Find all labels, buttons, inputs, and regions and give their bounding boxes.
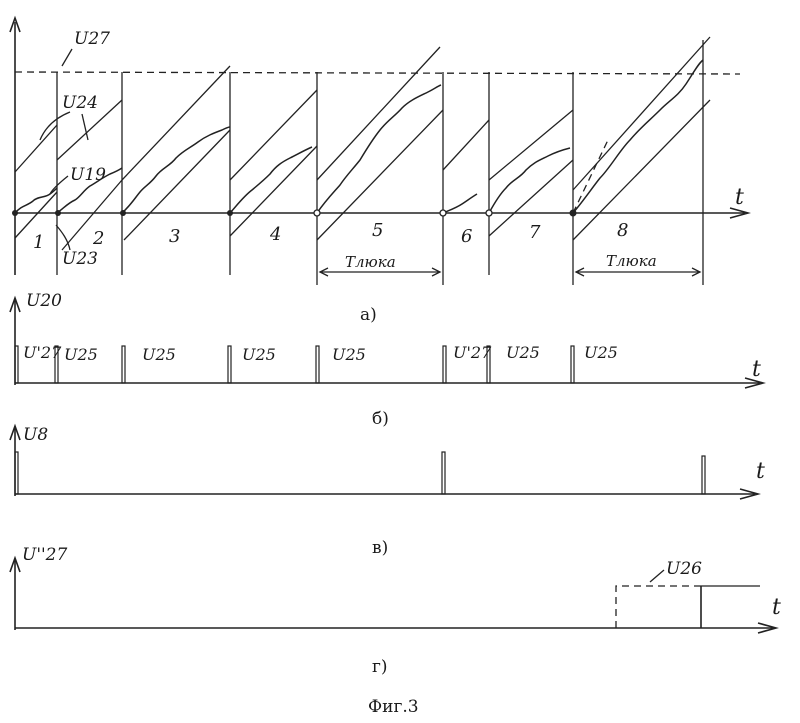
signal-curve [317,85,441,213]
interval-number: 8 [617,220,628,241]
pulse [442,452,445,494]
reset-point [570,210,577,217]
time-label-a: t [735,185,744,210]
reset-point [314,210,320,216]
measured-signal-curves [15,60,703,213]
reset-point [227,210,233,216]
caption-c: в) [372,538,388,558]
time-label-c: t [756,459,765,484]
leader-u24-left [40,112,70,140]
signal-curve [489,148,570,213]
label-u24: U24 [62,93,98,113]
caption-d: г) [372,657,388,677]
panel-c: U8 t в) [10,425,765,558]
band-upper [443,120,489,170]
pulse-label: U25 [64,345,98,364]
pulse-label: U25 [142,345,176,364]
label-u19: U19 [70,165,106,185]
interval-number: 5 [372,220,383,241]
pulse [316,346,319,383]
pulse [228,346,231,383]
span-label-8: Tлюка [606,252,657,270]
figure-caption: Фиг.3 [368,697,419,717]
signal-curve [573,60,703,213]
pulse [571,346,574,383]
band-upper [317,47,440,180]
band-lower [230,146,317,236]
signal-curve [230,147,312,213]
band-upper [573,37,710,190]
pulse [122,346,125,383]
reset-point [120,210,126,216]
interval-number: 6 [461,226,472,247]
label-u27: U27 [74,29,110,49]
y-label-b: U20 [26,291,62,311]
pulse-label: U25 [584,343,618,362]
caption-b: б) [372,409,389,429]
pulse-label: U25 [506,343,540,362]
interval-number: 2 [92,228,104,249]
interval-number: 1 [33,232,44,253]
panel-a: t U27 [10,18,748,325]
signal-curve [443,194,477,213]
band-upper [489,110,573,180]
interval-boundaries [57,40,703,285]
pulse-label: U25 [332,345,366,364]
pulse-label: U'27 [453,343,492,362]
pulse [443,346,446,383]
pulse [702,456,705,494]
interval-number: 3 [169,226,180,247]
time-label-d: t [772,595,781,620]
pulse-label: U25 [242,345,276,364]
dashed-extrapolation [573,140,608,213]
band-lower [124,130,230,240]
signal-curve [122,127,230,213]
pulse [15,452,18,494]
band-upper [15,125,57,172]
reset-point [55,210,61,216]
pulse-labels-b: U'27 U25 U25 U25 U25 U'27 U25 U25 [23,343,618,364]
label-u23: U23 [62,249,98,269]
y-label-d: U''27 [22,545,67,565]
leader-u27 [62,49,72,66]
leader-u26 [650,570,664,582]
y-label-c: U8 [23,425,48,445]
panel-d: U''27 t U26 г) [10,545,781,677]
label-u26: U26 [666,559,702,579]
band-lower [62,180,122,250]
pulse [15,346,18,383]
reset-point [440,210,446,216]
band-lower [573,100,710,240]
signal-u26-dashed [616,586,700,628]
span-markers: Tлюка Tлюка [320,252,700,276]
reset-point [486,210,492,216]
panel-b: U20 t U'27 U25 U25 U25 U25 U'27 U25 U25 … [10,291,763,429]
band-upper [122,66,230,180]
band-upper [230,90,317,180]
caption-a: а) [360,305,377,325]
pulse-label: U'27 [23,343,62,362]
time-label-b: t [752,357,761,382]
span-label-5: Tлюка [345,253,396,271]
interval-number: 7 [529,222,541,243]
threshold-u27 [15,72,740,74]
leader-u23 [56,225,70,250]
interval-number: 4 [269,224,281,245]
reset-point [12,210,18,216]
